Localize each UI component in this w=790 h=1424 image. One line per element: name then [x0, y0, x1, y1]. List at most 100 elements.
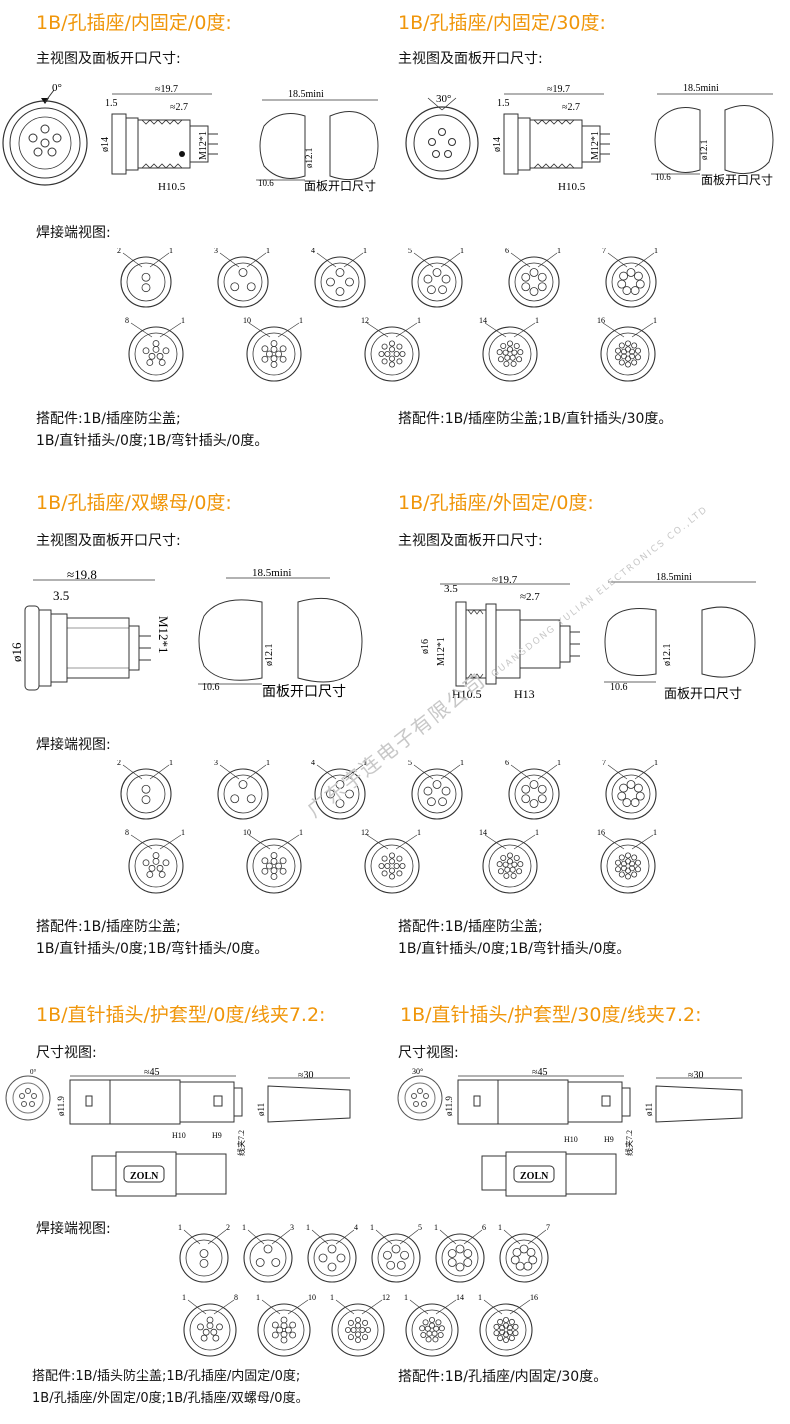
svg-text:≈30: ≈30 — [688, 1070, 704, 1081]
svg-text:M12*1: M12*1 — [590, 131, 601, 160]
svg-text:1: 1 — [169, 760, 173, 767]
svg-text:≈2.7: ≈2.7 — [520, 591, 540, 603]
side-view-2: ≈19.7 1.5 ≈2.7 ø14 M12*1 H10.5 — [492, 84, 610, 193]
plug-view-5: 0° ≈45 ø11.9 H10 H9 线夹7.2 ≈30 ø11 ZOLN — [5, 1067, 351, 1197]
svg-text:5: 5 — [418, 1223, 422, 1232]
svg-text:ø14: ø14 — [492, 137, 503, 152]
svg-text:1: 1 — [178, 1223, 182, 1232]
main-view-label-1: 主视图及面板开口尺寸: — [36, 51, 181, 67]
svg-text:H13: H13 — [514, 687, 535, 701]
svg-text:≈19.7: ≈19.7 — [492, 574, 518, 586]
svg-text:ø12.1: ø12.1 — [264, 644, 275, 667]
svg-text:H9: H9 — [212, 1131, 222, 1140]
svg-text:1: 1 — [299, 316, 303, 325]
svg-text:面板开口尺寸: 面板开口尺寸 — [701, 173, 773, 187]
svg-text:3: 3 — [214, 248, 218, 255]
svg-text:H10: H10 — [172, 1131, 186, 1140]
svg-text:1: 1 — [266, 760, 270, 767]
svg-text:14: 14 — [479, 316, 487, 325]
svg-text:1: 1 — [434, 1223, 438, 1232]
svg-text:1.5: 1.5 — [105, 98, 118, 109]
svg-text:2: 2 — [117, 760, 121, 767]
main-view-label-3: 主视图及面板开口尺寸: — [36, 533, 181, 549]
size-view-label-6: 尺寸视图: — [398, 1045, 459, 1061]
svg-text:ø12.1: ø12.1 — [699, 140, 709, 160]
svg-text:≈2.7: ≈2.7 — [170, 102, 188, 113]
main-view-label-4: 主视图及面板开口尺寸: — [398, 533, 543, 549]
svg-text:3.5: 3.5 — [444, 583, 458, 595]
solder-view-label-1: 焊接端视图: — [36, 225, 111, 241]
svg-text:12: 12 — [361, 316, 369, 325]
brand-logo-6: ZOLN — [520, 1171, 549, 1182]
svg-text:10: 10 — [308, 1293, 316, 1302]
panel-cutout-1: 18.5mini ø12.1 10.6 面板开口尺寸 — [256, 89, 379, 193]
svg-text:ø12.1: ø12.1 — [304, 148, 314, 168]
svg-text:面板开口尺寸: 面板开口尺寸 — [304, 179, 376, 193]
svg-text:1: 1 — [182, 1293, 186, 1302]
svg-text:H10.5: H10.5 — [158, 181, 186, 193]
svg-text:M12*1: M12*1 — [156, 616, 171, 654]
svg-text:ø11: ø11 — [256, 1103, 266, 1116]
svg-text:ø11.9: ø11.9 — [444, 1096, 454, 1116]
svg-text:10: 10 — [243, 316, 251, 325]
pin-diagram-10: 10 1 — [243, 316, 303, 382]
svg-text:8: 8 — [125, 316, 129, 325]
svg-text:14: 14 — [456, 1293, 464, 1302]
svg-text:1: 1 — [181, 828, 185, 837]
svg-text:3: 3 — [214, 760, 218, 767]
svg-text:≈30: ≈30 — [298, 1070, 314, 1081]
svg-text:16: 16 — [530, 1293, 538, 1302]
svg-text:1: 1 — [654, 248, 658, 255]
pin-diagram-14: 1 14 — [404, 1293, 464, 1357]
svg-text:3: 3 — [290, 1223, 294, 1232]
svg-text:16: 16 — [597, 316, 605, 325]
svg-text:H10: H10 — [564, 1135, 578, 1144]
svg-text:ø14: ø14 — [100, 137, 111, 152]
side-view-3: ≈19.8 3.5 ø16 M12*1 — [9, 567, 171, 691]
svg-text:1: 1 — [498, 1223, 502, 1232]
solder-view-label-3: 焊接端视图: — [36, 737, 111, 753]
angle-label-1: 0° — [52, 82, 62, 94]
svg-text:10.6: 10.6 — [202, 682, 220, 693]
svg-text:1: 1 — [242, 1223, 246, 1232]
svg-text:18.5mini: 18.5mini — [656, 572, 692, 583]
svg-text:1: 1 — [363, 248, 367, 255]
section-title-1: 1B/孔插座/内固定/0度: — [36, 12, 232, 34]
svg-text:≈19.7: ≈19.7 — [155, 84, 178, 95]
svg-text:3.5: 3.5 — [53, 588, 69, 603]
svg-text:M12*1: M12*1 — [436, 637, 447, 666]
svg-text:1: 1 — [370, 1223, 374, 1232]
svg-text:M12*1: M12*1 — [198, 131, 209, 160]
svg-text:6: 6 — [505, 248, 509, 255]
svg-text:12: 12 — [382, 1293, 390, 1302]
plug-view-6: 30° ≈45 ø11.9 H10 H9 线夹7.2 ≈30 ø11 ZOLN — [397, 1067, 743, 1197]
brand-logo-5: ZOLN — [130, 1171, 159, 1182]
accessories-6: 搭配件:1B/孔插座/内固定/30度。 — [398, 1369, 608, 1385]
accessories-2: 搭配件:1B/插座防尘盖;1B/直针插头/30度。 — [398, 411, 673, 427]
accessories-1: 搭配件:1B/插座防尘盖; 1B/直针插头/0度;1B/弯针插头/0度。 — [36, 411, 269, 449]
svg-text:1: 1 — [404, 1293, 408, 1302]
solder-view-label-5: 焊接端视图: — [36, 1221, 111, 1237]
svg-text:ø16: ø16 — [9, 642, 24, 662]
